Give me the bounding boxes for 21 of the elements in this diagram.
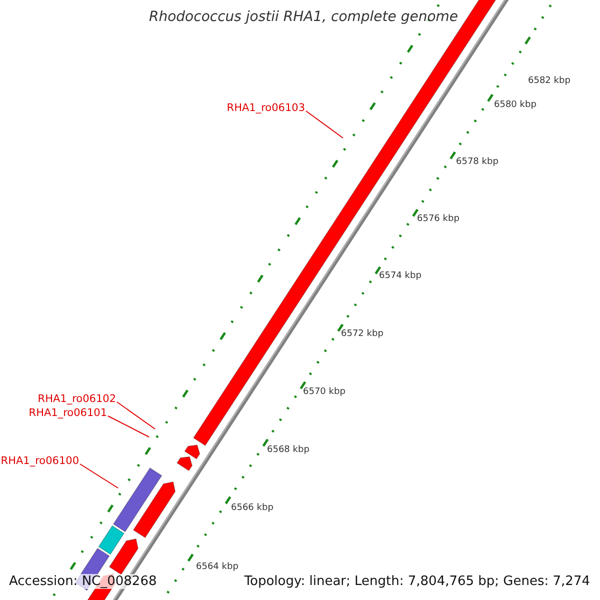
leader-line (108, 416, 150, 438)
scale-label: 6570 kbp (303, 387, 346, 397)
scale-label: 6580 kbp (494, 100, 536, 110)
title: Rhodococcus jostii RHA1, complete genome (149, 9, 458, 25)
scale-label: 6572 kbp (341, 329, 384, 339)
scale-label: 6564 kbp (196, 562, 238, 572)
scale-label: 6578 kbp (456, 157, 498, 167)
gene-label: RHA1_ro06102 (38, 392, 116, 406)
scale-label: 6568 kbp (267, 445, 310, 455)
leader-line (306, 110, 344, 138)
accession-text: Accession: NC_008268 (7, 574, 159, 589)
scale-label: 6574 kbp (379, 271, 422, 281)
scale-label: 6566 kbp (231, 503, 274, 513)
leader-line (80, 464, 118, 488)
gene-label: RHA1_ro06101 (28, 406, 107, 420)
scale-label: 6576 kbp (417, 214, 460, 224)
scale-label: 6582 kbp (528, 76, 570, 86)
leader-line (116, 402, 156, 430)
gene-label: RHA1_ro06103 (226, 101, 305, 115)
genome-info-text: Topology: linear; Length: 7,804,765 bp; Genes: 7,274 (242, 574, 592, 589)
gene-label: RHA1_ro06100 (0, 454, 79, 468)
